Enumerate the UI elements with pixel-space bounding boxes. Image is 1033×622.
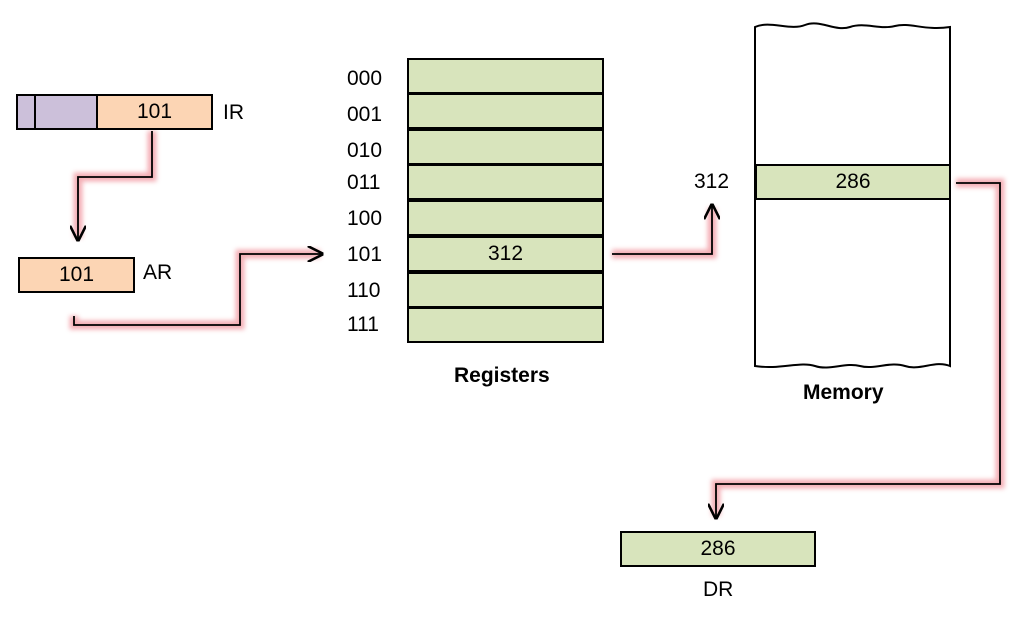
memory-to-dr-arrow	[716, 182, 1001, 518]
memory-address-label: 312	[694, 170, 730, 193]
dr-register: 286	[620, 531, 816, 567]
ir-address-field: 101	[96, 94, 213, 130]
register-address: 111	[347, 313, 379, 336]
register-address: 011	[347, 171, 381, 194]
ir-to-ar-arrow	[78, 131, 153, 240]
register-address: 001	[347, 103, 383, 126]
registers-to-memory-arrow	[612, 205, 712, 255]
memory-word: 286	[755, 164, 951, 200]
registers-title: Registers	[454, 364, 550, 387]
register-cell	[407, 200, 604, 236]
register-address: 010	[347, 139, 383, 162]
register-cell	[407, 129, 604, 165]
register-cell	[407, 307, 604, 343]
ir-opcode-field	[34, 94, 98, 130]
memory-title: Memory	[803, 381, 884, 404]
register-cell-selected: 312	[407, 236, 604, 272]
register-cell	[407, 164, 604, 200]
register-cell	[407, 58, 604, 94]
ir-label: IR	[223, 101, 244, 124]
register-cell	[407, 93, 604, 129]
ar-register: 101	[18, 257, 135, 293]
register-address: 110	[347, 279, 381, 302]
dr-label: DR	[703, 578, 734, 601]
register-address: 000	[347, 67, 383, 90]
ar-to-registers-arrow	[73, 254, 322, 326]
register-address: 100	[347, 207, 383, 230]
ar-label: AR	[143, 261, 173, 284]
register-address: 101	[347, 243, 383, 266]
